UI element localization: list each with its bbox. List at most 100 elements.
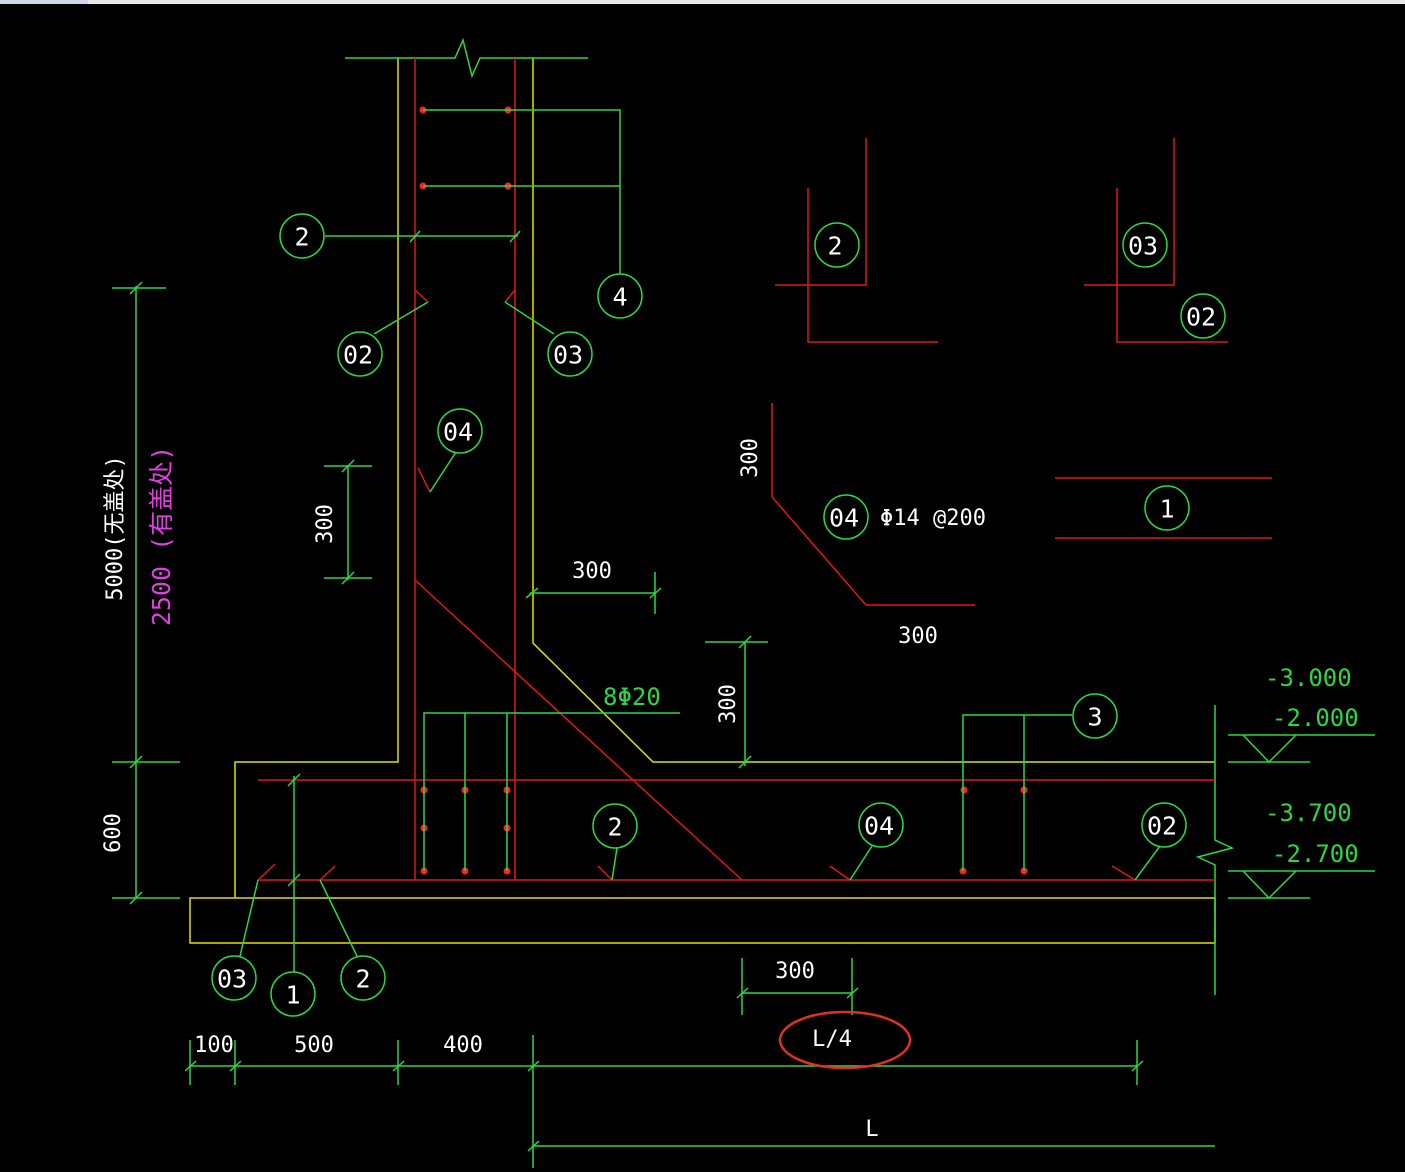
marker-circle-detail-03: [1122, 222, 1168, 268]
leader-lines: [112, 109, 1375, 1168]
marker-circle-wall-03: [547, 331, 593, 377]
leader-4: [423, 109, 621, 274]
marker-top-4: 4: [612, 283, 627, 312]
marker-slab-04: 04: [864, 812, 894, 841]
marker-circle-top-4: [597, 273, 643, 319]
tick: [341, 571, 355, 585]
leader-base-03: [239, 879, 259, 957]
tick: [527, 1140, 540, 1152]
wall-left-face: [234, 58, 399, 898]
marker-circle-detail-04: [823, 494, 869, 540]
leader-8phi20: [423, 712, 680, 871]
rebar-lines: [257, 58, 1272, 881]
tick: [129, 281, 143, 295]
marker-detail-02: 02: [1186, 303, 1216, 332]
tick: [409, 230, 421, 243]
base-slab: [189, 897, 1216, 944]
marker-detail-04: 04: [829, 504, 859, 533]
marker-base-03: 03: [217, 965, 247, 994]
dim-haunch-300-v: 300: [716, 684, 741, 724]
dim-bottom-300: 300: [775, 959, 815, 984]
dim-span: L: [865, 1117, 878, 1142]
marker-circle-detail-1: [1144, 485, 1190, 531]
base-2-hook: [319, 865, 336, 881]
marker-circle-base-2: [340, 955, 386, 1001]
marker-circle-detail-02: [1180, 293, 1226, 339]
marker-wall-02: 02: [343, 341, 373, 370]
marker-circle-slab-3: [1072, 693, 1118, 739]
haunch-rebar-spec: Φ14 @200: [880, 506, 986, 531]
slab-2-hook: [597, 865, 613, 881]
wall-height-with-cover: 2500 (有盖处): [147, 446, 176, 626]
tick: [129, 891, 143, 905]
elevation-lower-1: -3.700: [1265, 799, 1352, 827]
tick: [287, 873, 301, 887]
dim-400: 400: [443, 1033, 483, 1058]
marker-slab-3: 3: [1087, 703, 1102, 732]
wall-04-hook: [417, 467, 431, 493]
tick: [287, 773, 301, 787]
marker-base-1: 1: [285, 981, 300, 1010]
leader-04: [429, 451, 457, 493]
tick: [738, 635, 752, 649]
slab-04-hook: [829, 865, 851, 881]
marker-circle-wall-02: [337, 331, 383, 377]
marker-detail-03: 03: [1128, 232, 1158, 261]
elevation-upper-1: -3.000: [1265, 664, 1352, 692]
rebar-dots: [419, 106, 1028, 875]
rebar-dot: [960, 786, 968, 794]
wall-02-hook: [414, 289, 429, 303]
tick: [184, 1060, 197, 1072]
tick: [738, 755, 752, 769]
leader-slab-04: [849, 845, 873, 881]
marker-detail-2: 2: [827, 232, 842, 261]
wall-height-no-cover: 5000(无盖处): [103, 455, 128, 600]
dim-detail-300-v: 300: [738, 438, 763, 478]
marker-circle-slab-02: [1141, 802, 1187, 848]
leader-03: [504, 301, 555, 335]
elevation-triangle: [1242, 734, 1297, 764]
dim-detail-300-h: 300: [898, 624, 938, 649]
marker-wall-04: 04: [443, 418, 473, 447]
leader-02: [373, 301, 429, 335]
concrete-outline: [189, 58, 1216, 944]
dim-100: 100: [194, 1033, 234, 1058]
dim-haunch-300-h: 300: [572, 559, 612, 584]
detail-bar-02: [1116, 188, 1228, 343]
marker-circle-base-1: [270, 971, 316, 1017]
tick: [649, 587, 662, 599]
detail-bar-2: [775, 138, 867, 286]
tick: [509, 230, 521, 243]
marker-circles: [211, 213, 1226, 1017]
marker-base-2: 2: [355, 965, 370, 994]
wall-03-hook: [504, 289, 516, 303]
elevation-upper-2: -2.000: [1272, 704, 1359, 732]
window-tab[interactable]: [0, 0, 88, 4]
dim-600: 600: [101, 813, 126, 853]
tick: [229, 1060, 242, 1072]
marker-top-2: 2: [294, 223, 309, 252]
base-03-hook: [257, 863, 276, 881]
tick: [525, 587, 539, 599]
marker-wall-03: 03: [553, 341, 583, 370]
marker-circle-base-03: [211, 955, 257, 1001]
detail-bar-03: [1084, 138, 1175, 286]
wall-break-line: [345, 37, 588, 79]
leader-base-2: [319, 879, 358, 957]
longitudinal-rebar: 8Φ20: [603, 683, 661, 711]
dim-quarter-span: L/4: [812, 1027, 852, 1052]
marker-circle-top-2: [279, 213, 325, 259]
detail-bar-04: [771, 403, 975, 606]
tick: [1131, 1060, 1144, 1072]
slab-02-hook: [1111, 865, 1136, 881]
marker-circle-slab-2: [592, 803, 638, 849]
elevation-triangle: [1242, 870, 1297, 900]
slab-break-line: [1195, 705, 1235, 995]
tick: [846, 987, 859, 999]
window-top-bar: [0, 0, 1405, 4]
tick: [527, 1060, 540, 1072]
dim-500: 500: [294, 1033, 334, 1058]
tick: [341, 459, 355, 473]
tick: [129, 755, 143, 769]
